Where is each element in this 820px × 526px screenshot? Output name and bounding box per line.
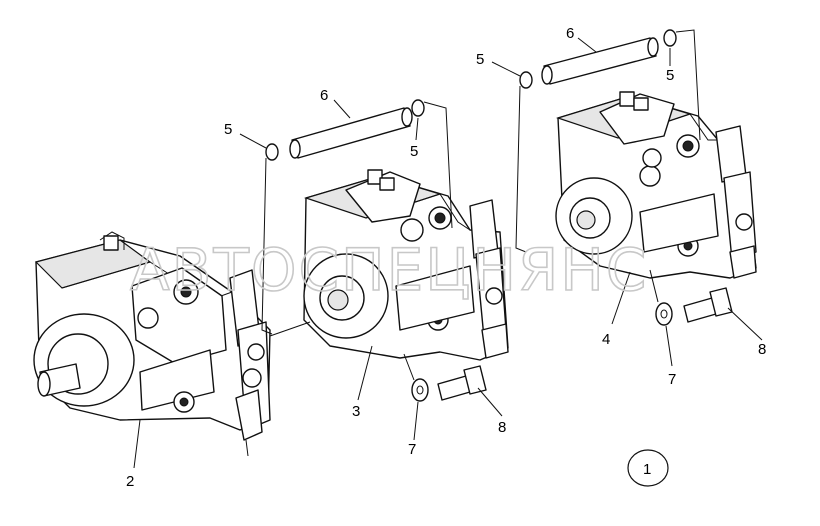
assembly-guide-lines: [261, 29, 701, 381]
washer-right: [655, 302, 673, 326]
tube-left: [289, 107, 413, 159]
callout-5-left-a: 5: [224, 121, 232, 138]
callout-6-left: 6: [320, 87, 328, 104]
pump-assembly-3: [303, 169, 509, 361]
callout-5-right-b: 5: [666, 67, 674, 84]
view-number: 1: [643, 461, 651, 478]
o-ring-left-a: [265, 143, 279, 161]
callout-6-right: 6: [566, 25, 574, 42]
callout-leaders: [133, 37, 763, 469]
callout-2: 2: [126, 473, 134, 490]
o-ring-left-b: [411, 99, 425, 117]
view-number-badge: 1: [627, 449, 669, 487]
pump-assembly-2: [33, 231, 271, 457]
bolt-middle: [437, 365, 487, 401]
callout-8-middle: 8: [498, 419, 506, 436]
o-ring-right-b: [663, 29, 677, 47]
tube-right: [541, 37, 659, 85]
callout-4: 4: [602, 331, 610, 348]
callout-5-left-b: 5: [410, 143, 418, 160]
callout-labels: 2 3 4 5 5 5 5 6 6 7 7 8 8: [126, 25, 766, 490]
washer-middle: [411, 378, 429, 402]
callout-8-right: 8: [758, 341, 766, 358]
callout-5-right-a: 5: [476, 51, 484, 68]
o-ring-right-a: [519, 71, 533, 89]
callout-7-middle: 7: [408, 441, 416, 458]
callout-7-right: 7: [668, 371, 676, 388]
callout-3: 3: [352, 403, 360, 420]
watermark-text: АВТОСПЕЦНЯНС: [130, 236, 648, 304]
pump-assembly-4: [555, 91, 757, 279]
bolt-right: [683, 287, 733, 323]
